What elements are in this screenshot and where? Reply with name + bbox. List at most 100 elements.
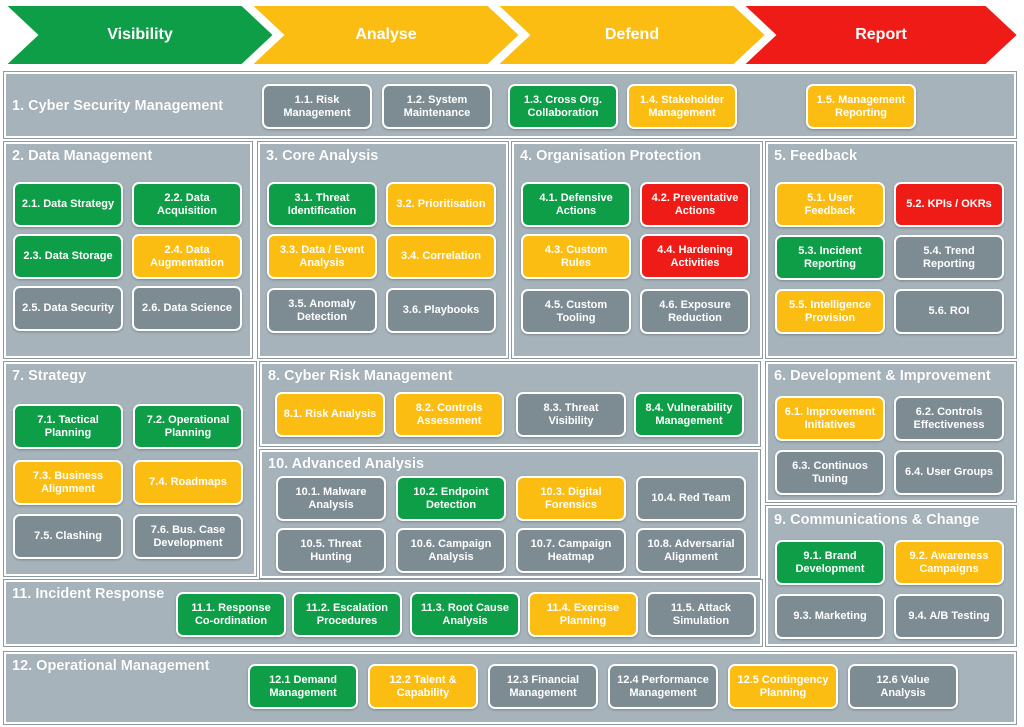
phase-analyse: Analyse: [250, 4, 522, 66]
capability-box[interactable]: 9.1. Brand Development: [775, 540, 885, 585]
capability-box[interactable]: 4.4. Hardening Activities: [640, 234, 750, 279]
capability-box[interactable]: 10.5. Threat Hunting: [276, 528, 386, 573]
capability-box[interactable]: 12.6 Value Analysis: [848, 664, 958, 709]
capability-box[interactable]: 11.2. Escalation Procedures: [292, 592, 402, 637]
capability-box[interactable]: 2.6. Data Science: [132, 286, 242, 331]
capability-box[interactable]: 5.2. KPIs / OKRs: [894, 182, 1004, 227]
capability-box[interactable]: 6.1. Improvement Initiatives: [775, 396, 885, 441]
capability-box[interactable]: 2.3. Data Storage: [13, 234, 123, 279]
capability-box[interactable]: 3.3. Data / Event Analysis: [267, 234, 377, 279]
section-development-improvement: 6. Development & Improvement 6.1. Improv…: [765, 361, 1017, 503]
section-title: 5. Feedback: [774, 148, 858, 164]
capability-box[interactable]: 9.3. Marketing: [775, 594, 885, 639]
capability-box[interactable]: 4.3. Custom Rules: [521, 234, 631, 279]
capability-box[interactable]: 7.6. Bus. Case Development: [133, 514, 243, 559]
section-title: 2. Data Management: [12, 148, 153, 164]
section-title: 11. Incident Response: [12, 586, 165, 602]
capability-box[interactable]: 10.4. Red Team: [636, 476, 746, 521]
phase-label: Defend: [604, 26, 660, 43]
capability-box[interactable]: 9.4. A/B Testing: [894, 594, 1004, 639]
section-cyber-risk-management: 8. Cyber Risk Management 8.1. Risk Analy…: [259, 361, 761, 447]
section-title: 1. Cyber Security Management: [12, 98, 224, 114]
capability-box[interactable]: 8.1. Risk Analysis: [275, 392, 385, 437]
capability-box[interactable]: 7.2. Operational Planning: [133, 404, 243, 449]
capability-box[interactable]: 1.5. Management Reporting: [806, 84, 916, 129]
section-incident-response: 11. Incident Response 11.1. Response Co-…: [3, 579, 763, 647]
capability-box[interactable]: 3.2. Prioritisation: [386, 182, 496, 227]
chevron-shape: [250, 4, 522, 66]
capability-box[interactable]: 12.1 Demand Management: [248, 664, 358, 709]
capability-box[interactable]: 12.3 Financial Management: [488, 664, 598, 709]
capability-box[interactable]: 2.5. Data Security: [13, 286, 123, 331]
section-title: 4. Organisation Protection: [520, 148, 702, 164]
capability-box[interactable]: 4.6. Exposure Reduction: [640, 289, 750, 334]
capability-box[interactable]: 5.3. Incident Reporting: [775, 235, 885, 280]
capability-box[interactable]: 2.1. Data Strategy: [13, 182, 123, 227]
section-title: 8. Cyber Risk Management: [268, 368, 453, 384]
section-core-analysis: 3. Core Analysis 3.1. Threat Identificat…: [257, 141, 509, 359]
capability-box[interactable]: 11.1. Response Co-ordination: [176, 592, 286, 637]
capability-box[interactable]: 1.1. Risk Management: [262, 84, 372, 129]
capability-box[interactable]: 2.4. Data Augmentation: [132, 234, 242, 279]
capability-box[interactable]: 7.3. Business Alignment: [13, 460, 123, 505]
capability-box[interactable]: 5.1. User Feedback: [775, 182, 885, 227]
capability-box[interactable]: 4.5. Custom Tooling: [521, 289, 631, 334]
capability-box[interactable]: 6.4. User Groups: [894, 450, 1004, 495]
capability-box[interactable]: 8.4. Vulnerability Management: [634, 392, 744, 437]
section-title: 10. Advanced Analysis: [268, 456, 425, 472]
phase-visibility: Visibility: [4, 4, 276, 66]
capability-box[interactable]: 5.4. Trend Reporting: [894, 235, 1004, 280]
section-data-management: 2. Data Management 2.1. Data Strategy 2.…: [3, 141, 253, 359]
capability-box[interactable]: 1.4. Stakeholder Management: [627, 84, 737, 129]
capability-box[interactable]: 4.1. Defensive Actions: [521, 182, 631, 227]
capability-box[interactable]: 6.3. Continuos Tuning: [775, 450, 885, 495]
capability-box[interactable]: 10.3. Digital Forensics: [516, 476, 626, 521]
capability-box[interactable]: 12.2 Talent & Capability: [368, 664, 478, 709]
capability-box[interactable]: 7.4. Roadmaps: [133, 460, 243, 505]
capability-box[interactable]: 10.8. Adversarial Alignment: [636, 528, 746, 573]
section-title: 9. Communications & Change: [774, 512, 980, 528]
capability-box[interactable]: 6.2. Controls Effectiveness: [894, 396, 1004, 441]
capability-box[interactable]: 7.1. Tactical Planning: [13, 404, 123, 449]
section-title: 6. Development & Improvement: [774, 368, 991, 384]
capability-box[interactable]: 10.6. Campaign Analysis: [396, 528, 506, 573]
capability-box[interactable]: 3.1. Threat Identification: [267, 182, 377, 227]
phase-label: Visibility: [107, 26, 173, 43]
capability-box[interactable]: 10.1. Malware Analysis: [276, 476, 386, 521]
capability-box[interactable]: 5.5. Intelligence Provision: [775, 289, 885, 334]
capability-box[interactable]: 11.3. Root Cause Analysis: [410, 592, 520, 637]
capability-box[interactable]: 2.2. Data Acquisition: [132, 182, 242, 227]
capability-box[interactable]: 1.2. System Maintenance: [382, 84, 492, 129]
phase-defend: Defend: [496, 4, 768, 66]
capability-box[interactable]: 8.3. Threat Visibility: [516, 392, 626, 437]
capability-box[interactable]: 7.5. Clashing: [13, 514, 123, 559]
capability-box[interactable]: 12.4 Performance Management: [608, 664, 718, 709]
capability-box[interactable]: 3.6. Playbooks: [386, 288, 496, 333]
capability-box[interactable]: 9.2. Awareness Campaigns: [894, 540, 1004, 585]
capability-box[interactable]: 12.5 Contingency Planning: [728, 664, 838, 709]
section-strategy: 7. Strategy 7.1. Tactical Planning 7.2. …: [3, 361, 257, 577]
capability-box[interactable]: 10.7. Campaign Heatmap: [516, 528, 626, 573]
capability-box[interactable]: 1.3. Cross Org. Collaboration: [508, 84, 618, 129]
phase-label: Analyse: [355, 26, 417, 43]
capability-box[interactable]: 4.2. Preventative Actions: [640, 182, 750, 227]
section-feedback: 5. Feedback 5.1. User Feedback 5.2. KPIs…: [765, 141, 1017, 359]
capability-box[interactable]: 10.2. Endpoint Detection: [396, 476, 506, 521]
chevron-shape: [496, 4, 768, 66]
section-organisation-protection: 4. Organisation Protection 4.1. Defensiv…: [511, 141, 763, 359]
phase-report: Report: [742, 4, 1020, 66]
capability-box[interactable]: 11.5. Attack Simulation: [646, 592, 756, 637]
section-title: 3. Core Analysis: [266, 148, 379, 164]
phase-label: Report: [855, 26, 907, 43]
chevron-shape: [742, 4, 1020, 66]
capability-box[interactable]: 11.4. Exercise Planning: [528, 592, 638, 637]
capability-box[interactable]: 3.4. Correlation: [386, 234, 496, 279]
capability-box[interactable]: 5.6. ROI: [894, 289, 1004, 334]
section-title: 12. Operational Management: [12, 658, 210, 674]
section-cyber-security-management: 1. Cyber Security Management 1.1. Risk M…: [3, 71, 1017, 139]
section-title: 7. Strategy: [12, 368, 87, 384]
capability-box[interactable]: 8.2. Controls Assessment: [394, 392, 504, 437]
chevron-shape: [4, 4, 276, 66]
section-operational-management: 12. Operational Management 12.1 Demand M…: [3, 651, 1017, 725]
capability-box[interactable]: 3.5. Anomaly Detection: [267, 288, 377, 333]
